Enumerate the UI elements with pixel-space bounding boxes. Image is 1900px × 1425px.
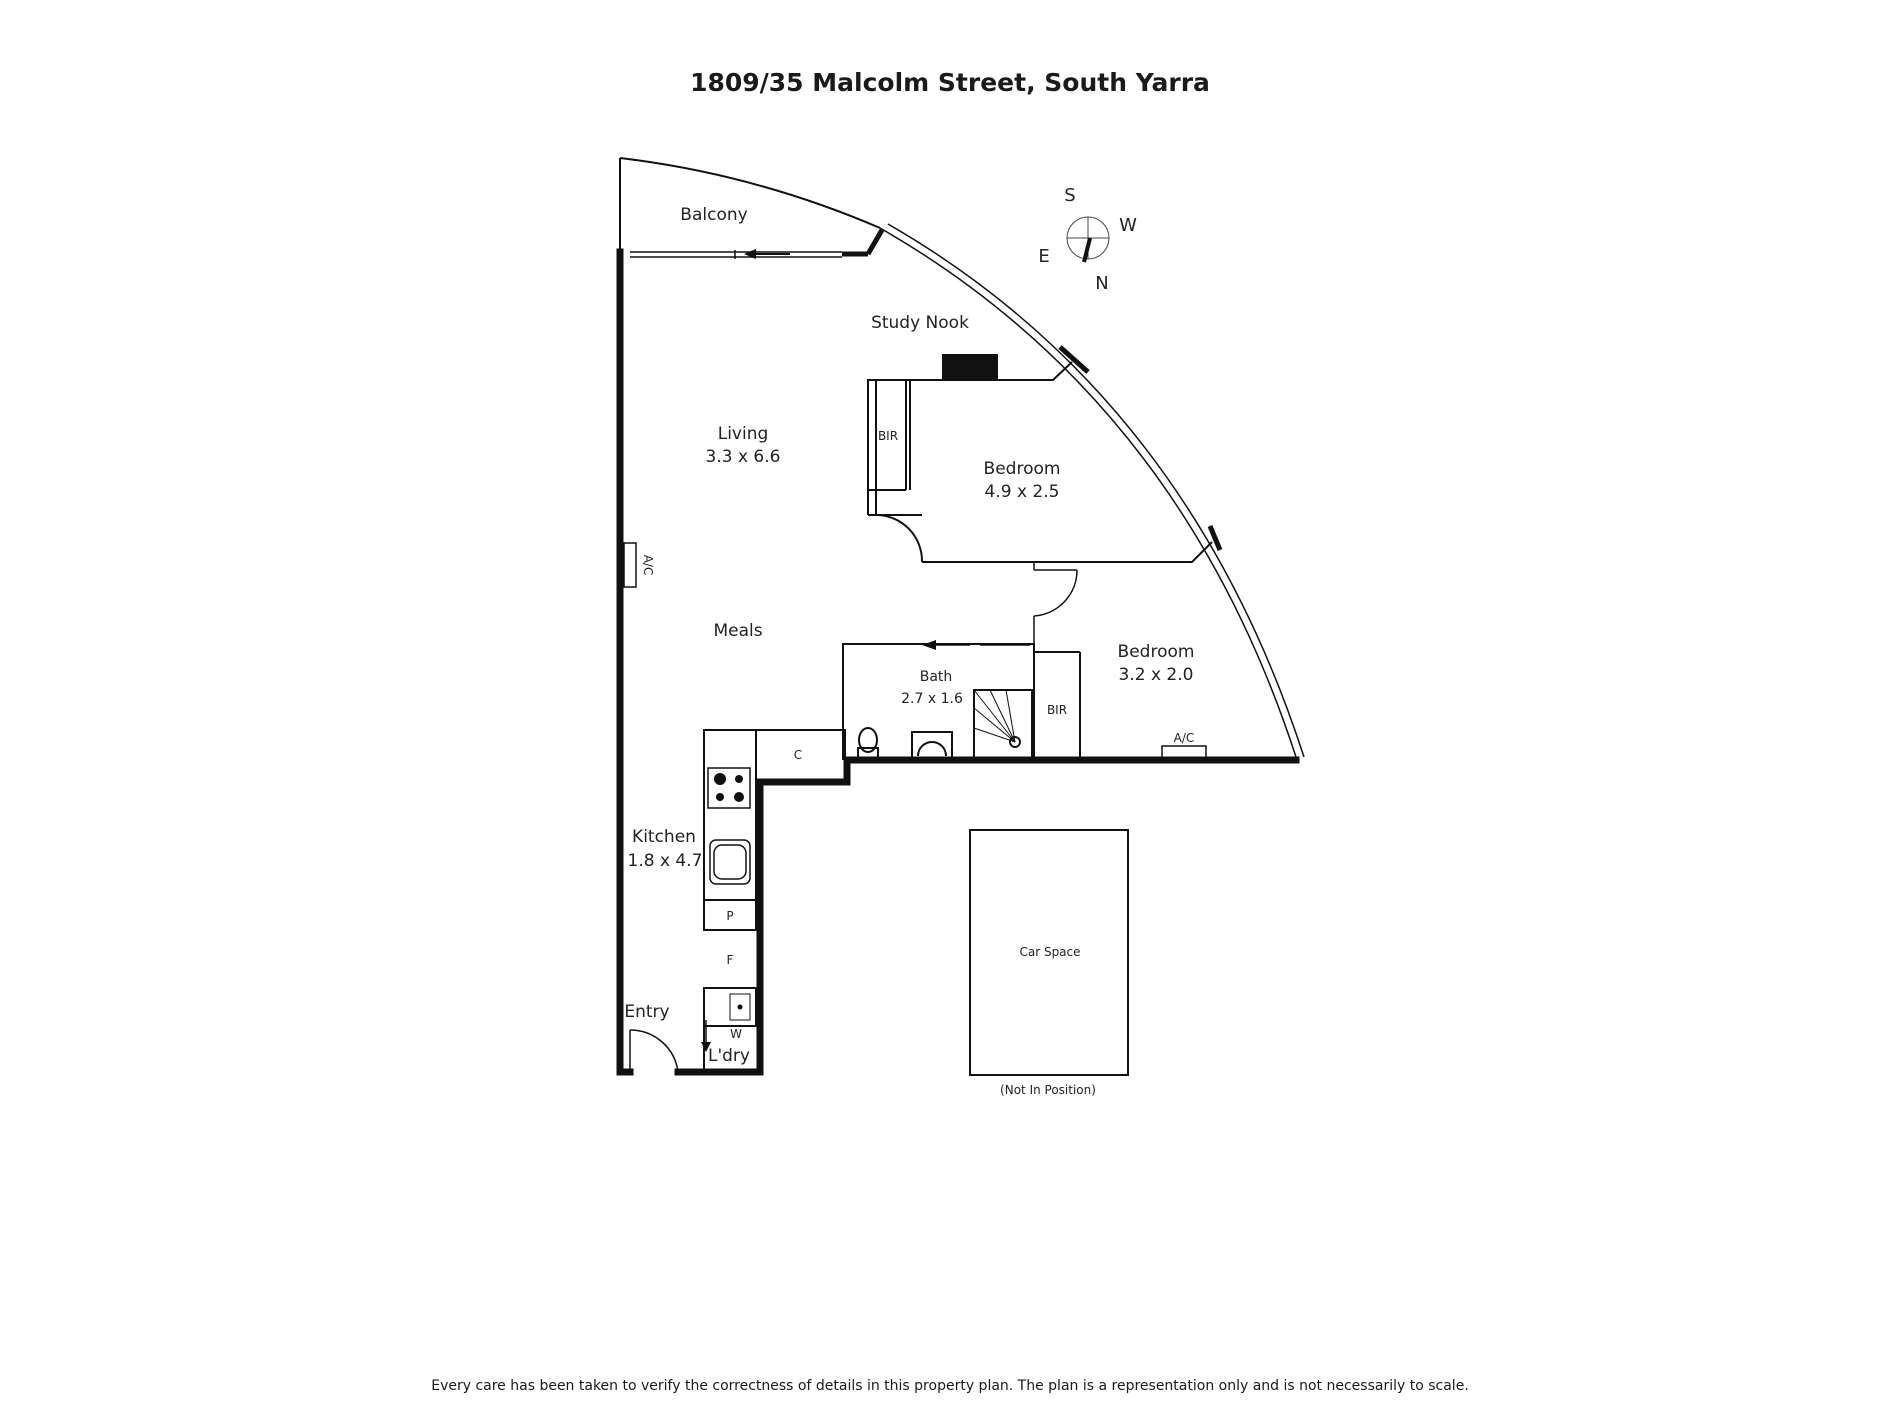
cooktop bbox=[707, 767, 751, 809]
bath-walls bbox=[842, 643, 1081, 760]
room-label-balcony: Balcony bbox=[680, 205, 747, 225]
kitchen-sink bbox=[709, 839, 751, 885]
fixture-label-ac-living: A/C bbox=[641, 555, 655, 576]
fixture-label-pantry: P bbox=[726, 909, 733, 923]
bath-sliding-arrow bbox=[922, 640, 1030, 650]
disclaimer-text: Every care has been taken to verify the … bbox=[431, 1378, 1469, 1394]
compass-label-north: N bbox=[1095, 273, 1108, 294]
compass-rose bbox=[1066, 216, 1110, 263]
room-label-bedroom-2: Bedroom bbox=[1118, 642, 1195, 662]
bedroom2-door bbox=[1033, 562, 1078, 646]
compass-label-west: W bbox=[1119, 215, 1137, 236]
study-desk bbox=[942, 354, 998, 380]
room-label-laundry: L'dry bbox=[708, 1046, 750, 1066]
sliding-door-arrow bbox=[744, 249, 790, 259]
balcony-outline bbox=[619, 157, 885, 259]
room-label-living: Living bbox=[718, 424, 769, 444]
room-label-bedroom-1: Bedroom bbox=[984, 459, 1061, 479]
room-label-entry: Entry bbox=[624, 1002, 669, 1022]
room-size-living: 3.3 x 6.6 bbox=[706, 447, 781, 467]
room-label-meals: Meals bbox=[713, 621, 762, 641]
room-label-bath: Bath bbox=[920, 669, 953, 685]
room-label-car-space: Car Space bbox=[1019, 945, 1080, 959]
entry-door bbox=[629, 1029, 679, 1073]
bedroom2-ac-unit bbox=[1161, 745, 1207, 759]
compass-label-east: E bbox=[1038, 246, 1049, 267]
room-size-kitchen: 1.8 x 4.7 bbox=[628, 851, 703, 871]
plan-title: 1809/35 Malcolm Street, South Yarra bbox=[690, 68, 1210, 97]
fixture-label-bir-2: BIR bbox=[1047, 703, 1067, 717]
compass-label-south: S bbox=[1064, 185, 1075, 206]
room-label-kitchen: Kitchen bbox=[632, 827, 696, 847]
room-size-bedroom-2: 3.2 x 2.0 bbox=[1119, 665, 1194, 685]
fixture-label-washer: W bbox=[730, 1027, 742, 1041]
curved-window-wall bbox=[879, 223, 1305, 758]
bedroom1-walls bbox=[867, 361, 1213, 563]
car-space-outline bbox=[969, 829, 1129, 1076]
room-label-study-nook: Study Nook bbox=[871, 313, 969, 333]
fixture-label-ac-bedroom: A/C bbox=[1174, 731, 1195, 745]
room-size-bath: 2.7 x 1.6 bbox=[901, 691, 963, 707]
fixture-label-cupboard: C bbox=[794, 748, 802, 762]
living-ac-unit bbox=[623, 542, 637, 588]
car-space-note: (Not In Position) bbox=[1000, 1083, 1096, 1097]
fixture-label-fridge: F bbox=[727, 953, 734, 967]
laundry-arrow bbox=[701, 1020, 711, 1052]
room-size-bedroom-1: 4.9 x 2.5 bbox=[985, 482, 1060, 502]
fixture-label-bir-1: BIR bbox=[878, 429, 898, 443]
kitchen-benches bbox=[703, 729, 846, 1072]
